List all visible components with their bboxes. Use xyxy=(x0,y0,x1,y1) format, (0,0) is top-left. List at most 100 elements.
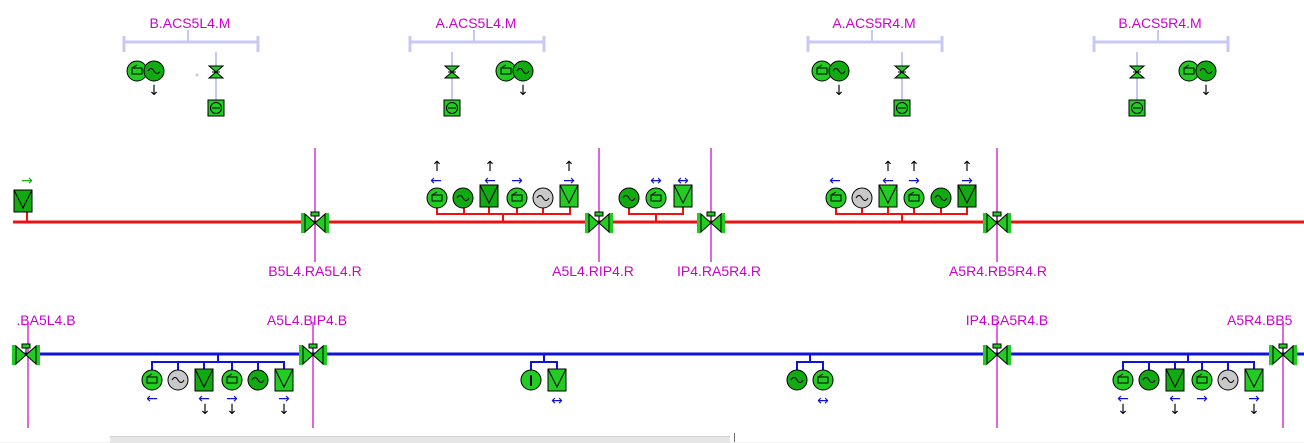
tank-icon[interactable] xyxy=(957,184,977,208)
heater-icon[interactable] xyxy=(1195,60,1217,82)
heater-icon[interactable] xyxy=(618,187,640,209)
tank-body xyxy=(957,184,977,208)
heater-icon[interactable] xyxy=(1138,369,1160,391)
pump-icon[interactable] xyxy=(495,60,517,82)
tank-icon[interactable] xyxy=(878,184,898,208)
tank-v xyxy=(274,368,294,389)
heater-icon[interactable] xyxy=(143,60,165,82)
bus-label-a-acs5r4: A.ACS5R4.M xyxy=(832,15,915,31)
tank-body xyxy=(559,184,579,208)
tank-icon[interactable] xyxy=(559,184,579,208)
valve-right xyxy=(25,344,37,366)
arrow-icon: → xyxy=(563,173,575,189)
tank-icon[interactable] xyxy=(547,368,567,392)
pump-mark xyxy=(816,64,823,69)
pump-mark xyxy=(650,191,657,196)
pump-icon[interactable] xyxy=(426,187,448,209)
filter-ring xyxy=(896,102,908,114)
pump-mark xyxy=(431,194,443,202)
heater-wave xyxy=(516,68,530,74)
arrow-icon: ↔ xyxy=(650,173,662,189)
tank-icon[interactable] xyxy=(1165,368,1185,392)
pump-mark xyxy=(146,373,153,378)
tank-body xyxy=(274,368,294,392)
flange xyxy=(983,213,987,233)
tank-icon[interactable] xyxy=(274,368,294,392)
heater-wave xyxy=(1142,377,1156,383)
pump-icon[interactable] xyxy=(903,187,925,209)
filter-icon[interactable] xyxy=(443,99,461,117)
scroll-position-tick xyxy=(734,433,735,442)
tank-body xyxy=(547,368,567,392)
filter-icon[interactable] xyxy=(893,99,911,117)
arrow-icon: ← xyxy=(1169,391,1181,407)
tank-icon[interactable] xyxy=(13,189,33,213)
heater-icon[interactable] xyxy=(786,369,808,391)
pump-icon[interactable] xyxy=(645,187,667,209)
arrow-icon: → xyxy=(511,173,523,189)
pump-mark xyxy=(817,373,824,378)
dot-marker xyxy=(195,73,199,77)
valve-icon[interactable] xyxy=(299,343,327,366)
heater-icon[interactable] xyxy=(532,187,554,209)
scrollbar-thumb[interactable] xyxy=(110,436,730,443)
heater-icon[interactable] xyxy=(930,187,952,209)
heater-wave xyxy=(147,68,161,74)
valve-icon[interactable] xyxy=(443,65,461,79)
heater-wave xyxy=(456,195,470,201)
filter-icon[interactable] xyxy=(1128,99,1146,117)
tank-v xyxy=(479,184,499,205)
valve-icon[interactable] xyxy=(1128,65,1146,79)
arrow-icon: → xyxy=(226,391,238,407)
valve-icon[interactable] xyxy=(12,343,40,366)
heater-icon[interactable] xyxy=(452,187,474,209)
bus-label-a-acs5l4: A.ACS5L4.M xyxy=(436,15,517,31)
filter-icon[interactable] xyxy=(207,99,225,117)
valve-icon[interactable] xyxy=(893,65,911,79)
valve-right xyxy=(314,212,326,234)
valve-icon[interactable] xyxy=(1269,343,1297,366)
arrow-icon: ↓ xyxy=(148,83,160,99)
pump-icon[interactable] xyxy=(506,187,528,209)
heater-icon[interactable] xyxy=(828,60,850,82)
arrow-icon: ↑ xyxy=(431,159,443,175)
valve-actuator xyxy=(992,343,1002,349)
heater-icon[interactable] xyxy=(512,60,534,82)
tank-icon[interactable] xyxy=(673,184,693,208)
pump-mark xyxy=(431,191,438,196)
heater-icon[interactable] xyxy=(851,187,873,209)
valve-left xyxy=(986,344,998,366)
valve-icon[interactable] xyxy=(585,211,613,234)
pump-icon[interactable] xyxy=(1178,60,1200,82)
arrow-icon: ↓ xyxy=(1248,402,1260,418)
valve-icon[interactable] xyxy=(983,343,1011,366)
pump-icon[interactable] xyxy=(812,369,834,391)
pump-icon[interactable] xyxy=(1191,369,1213,391)
valve-icon[interactable] xyxy=(301,211,329,234)
heater-icon[interactable] xyxy=(1217,369,1239,391)
valve-icon[interactable] xyxy=(207,65,225,79)
tank-v xyxy=(957,184,977,205)
arrow-icon: ↑ xyxy=(882,159,894,175)
heater-icon[interactable] xyxy=(247,369,269,391)
blue-branch xyxy=(1122,361,1255,372)
tank-icon[interactable] xyxy=(479,184,499,208)
pump-mark xyxy=(1183,64,1190,69)
pump-icon[interactable] xyxy=(221,369,243,391)
valve-left xyxy=(700,212,712,234)
valve-actuator xyxy=(308,343,318,349)
filter-ring xyxy=(446,102,458,114)
tank-icon[interactable] xyxy=(1244,368,1264,392)
pump-icon[interactable] xyxy=(141,369,163,391)
pump-body xyxy=(825,187,847,209)
heater-icon[interactable] xyxy=(167,369,189,391)
valve-icon[interactable] xyxy=(697,211,725,234)
valve-actuator xyxy=(706,211,716,217)
instrument-icon[interactable] xyxy=(520,369,542,391)
valve-icon[interactable] xyxy=(983,211,1011,234)
pump-icon[interactable] xyxy=(1112,369,1134,391)
arrow-icon: ↑ xyxy=(563,159,575,175)
pump-icon[interactable] xyxy=(825,187,847,209)
tank-icon[interactable] xyxy=(194,368,214,392)
pump-mark xyxy=(908,194,920,202)
